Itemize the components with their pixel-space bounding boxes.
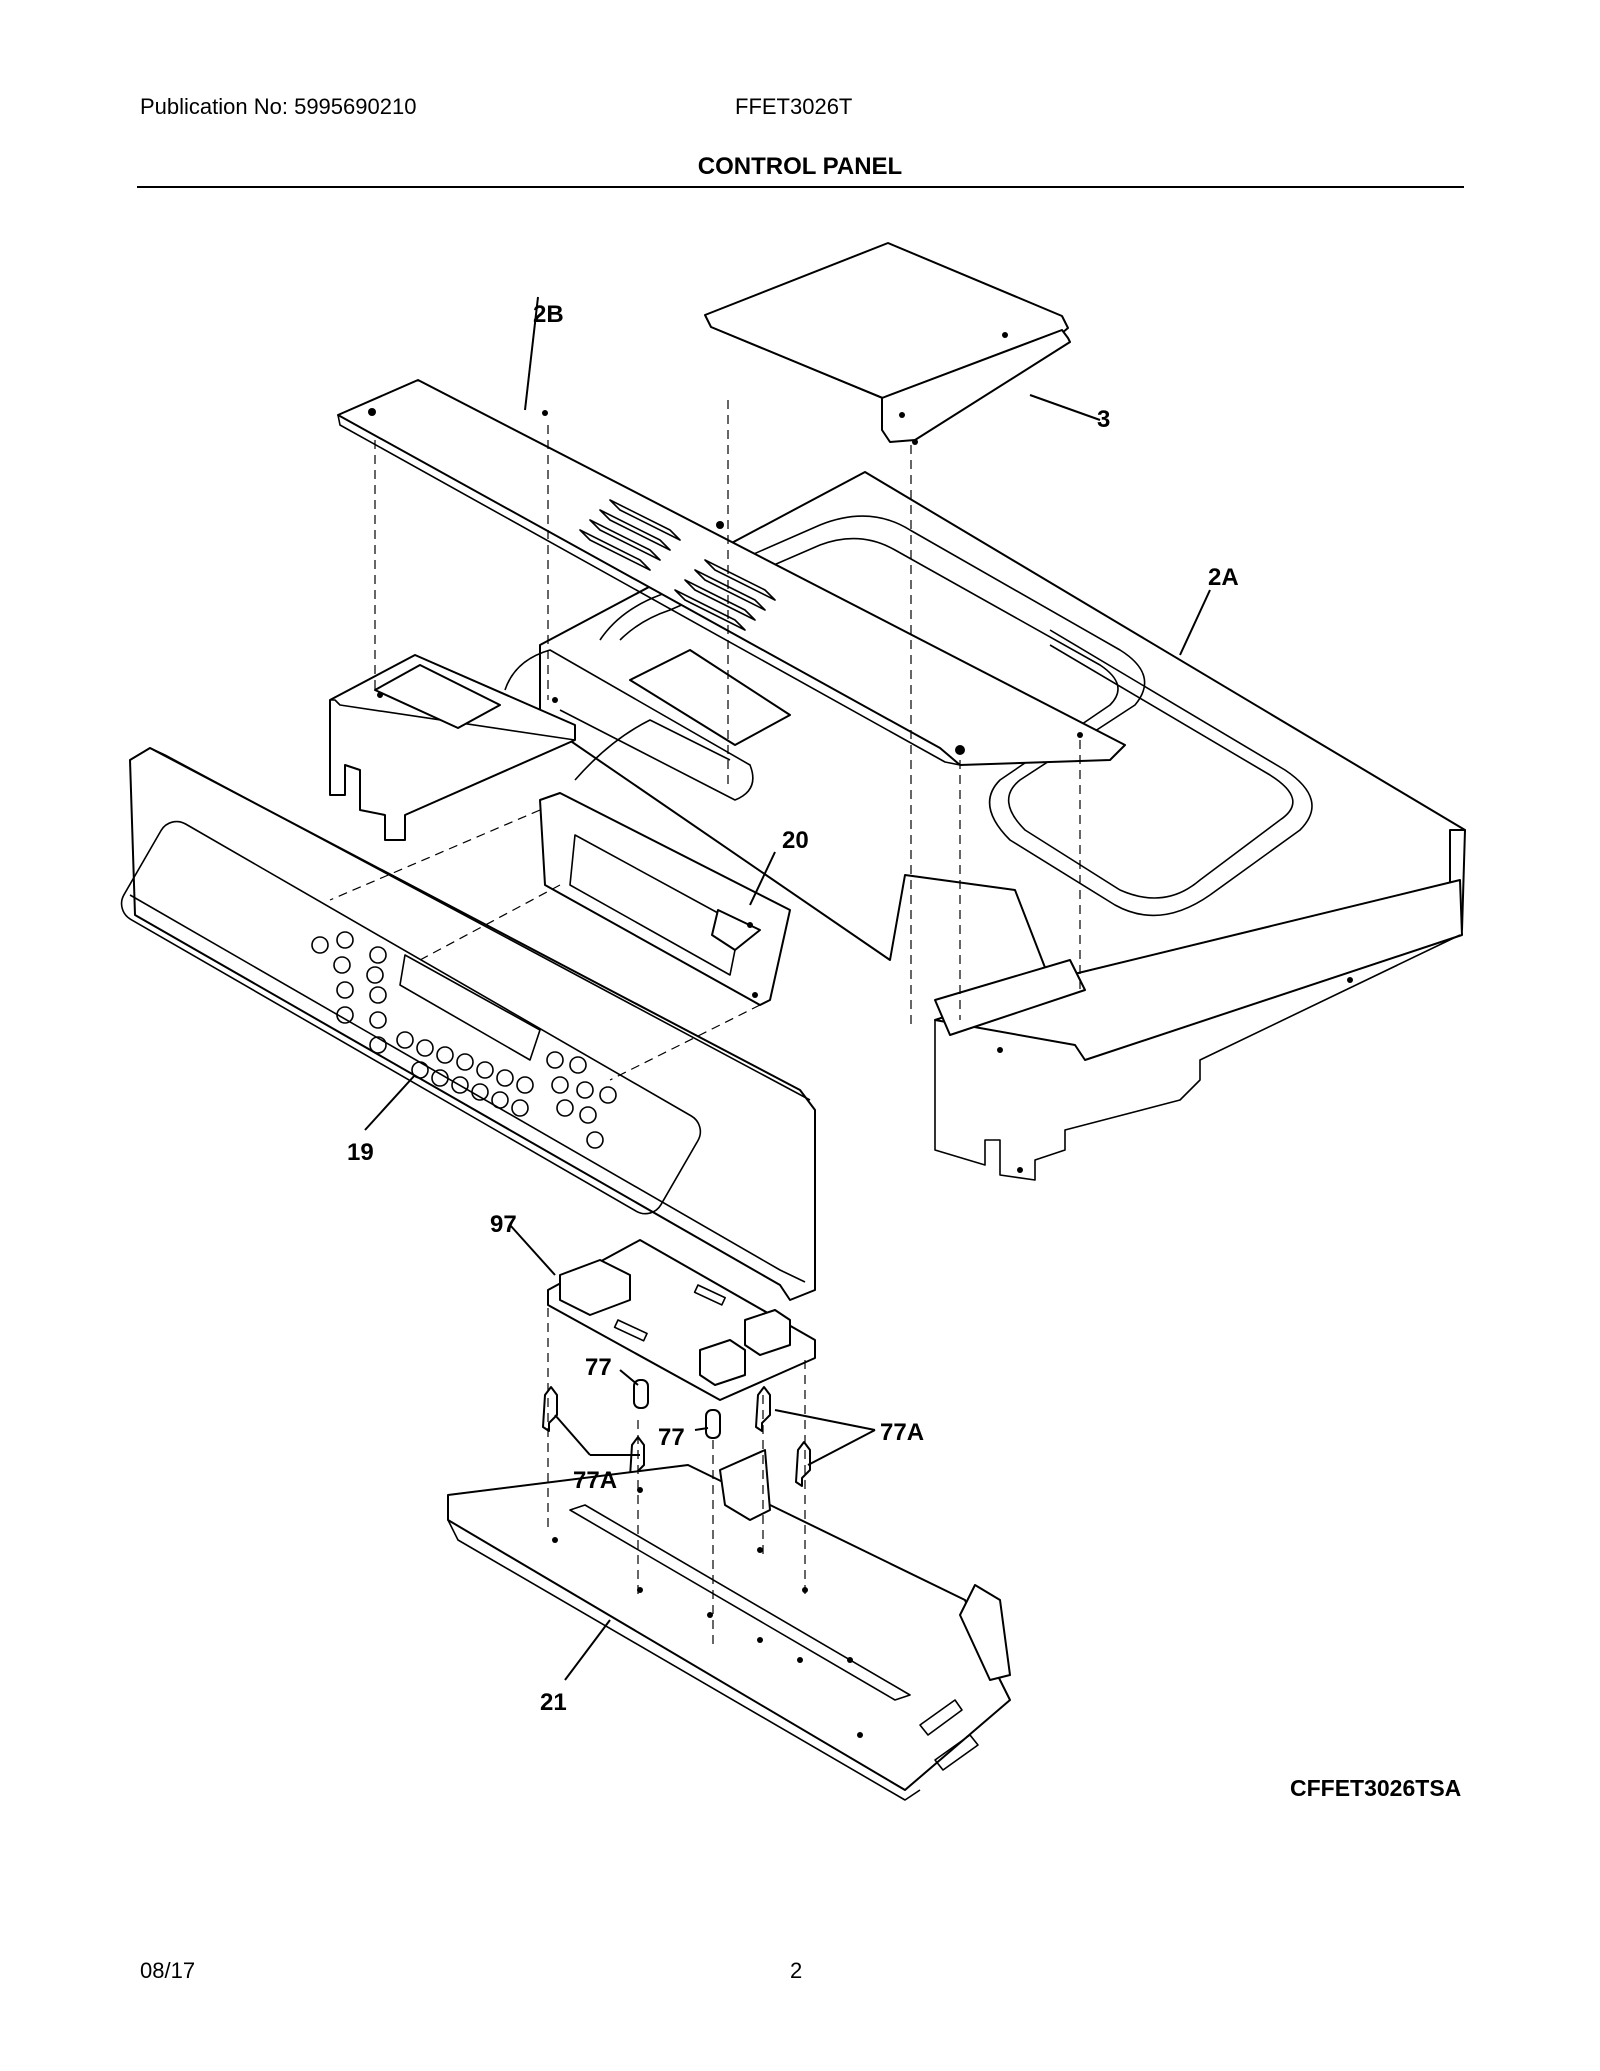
callout-3: 3 (1097, 406, 1110, 433)
diagram-code: CFFET3026TSA (1290, 1775, 1462, 1801)
part-2B-channel (337, 379, 1126, 801)
part-20-display-board (539, 792, 791, 1006)
part-3-cover (704, 242, 1071, 445)
callout-77A-left: 77A (573, 1467, 617, 1494)
page-title: CONTROL PANEL (697, 153, 903, 180)
model-number: FFET3026T (735, 94, 853, 119)
header-rule (137, 186, 1464, 188)
alignment-lines (329, 400, 1081, 1650)
callout-77A-right: 77A (880, 1419, 924, 1446)
callout-97: 97 (490, 1211, 517, 1238)
part-19-control-panel (120, 747, 816, 1301)
standoff-parts (542, 1379, 811, 1487)
publication-number: Publication No: 5995690210 (140, 94, 417, 119)
callout-labels: 2B 3 2A 20 19 97 77 77 77A 77A 21 (347, 301, 1239, 1716)
page-number: 2 (790, 1958, 803, 1983)
callout-21: 21 (540, 1689, 567, 1716)
leader-lines (364, 296, 1211, 1681)
callout-19: 19 (347, 1139, 374, 1166)
callout-2A: 2A (1208, 564, 1239, 591)
part-21-lower-bracket (447, 1449, 1011, 1801)
callout-20: 20 (782, 827, 809, 854)
part-97-relay-board (547, 1239, 816, 1401)
left-side-bracket (329, 654, 576, 841)
callout-77-lower: 77 (658, 1424, 685, 1451)
callout-2B: 2B (533, 301, 564, 328)
footer-date: 08/17 (140, 1958, 196, 1983)
callout-77-upper: 77 (585, 1354, 612, 1381)
keypad-buttons (311, 931, 617, 1149)
